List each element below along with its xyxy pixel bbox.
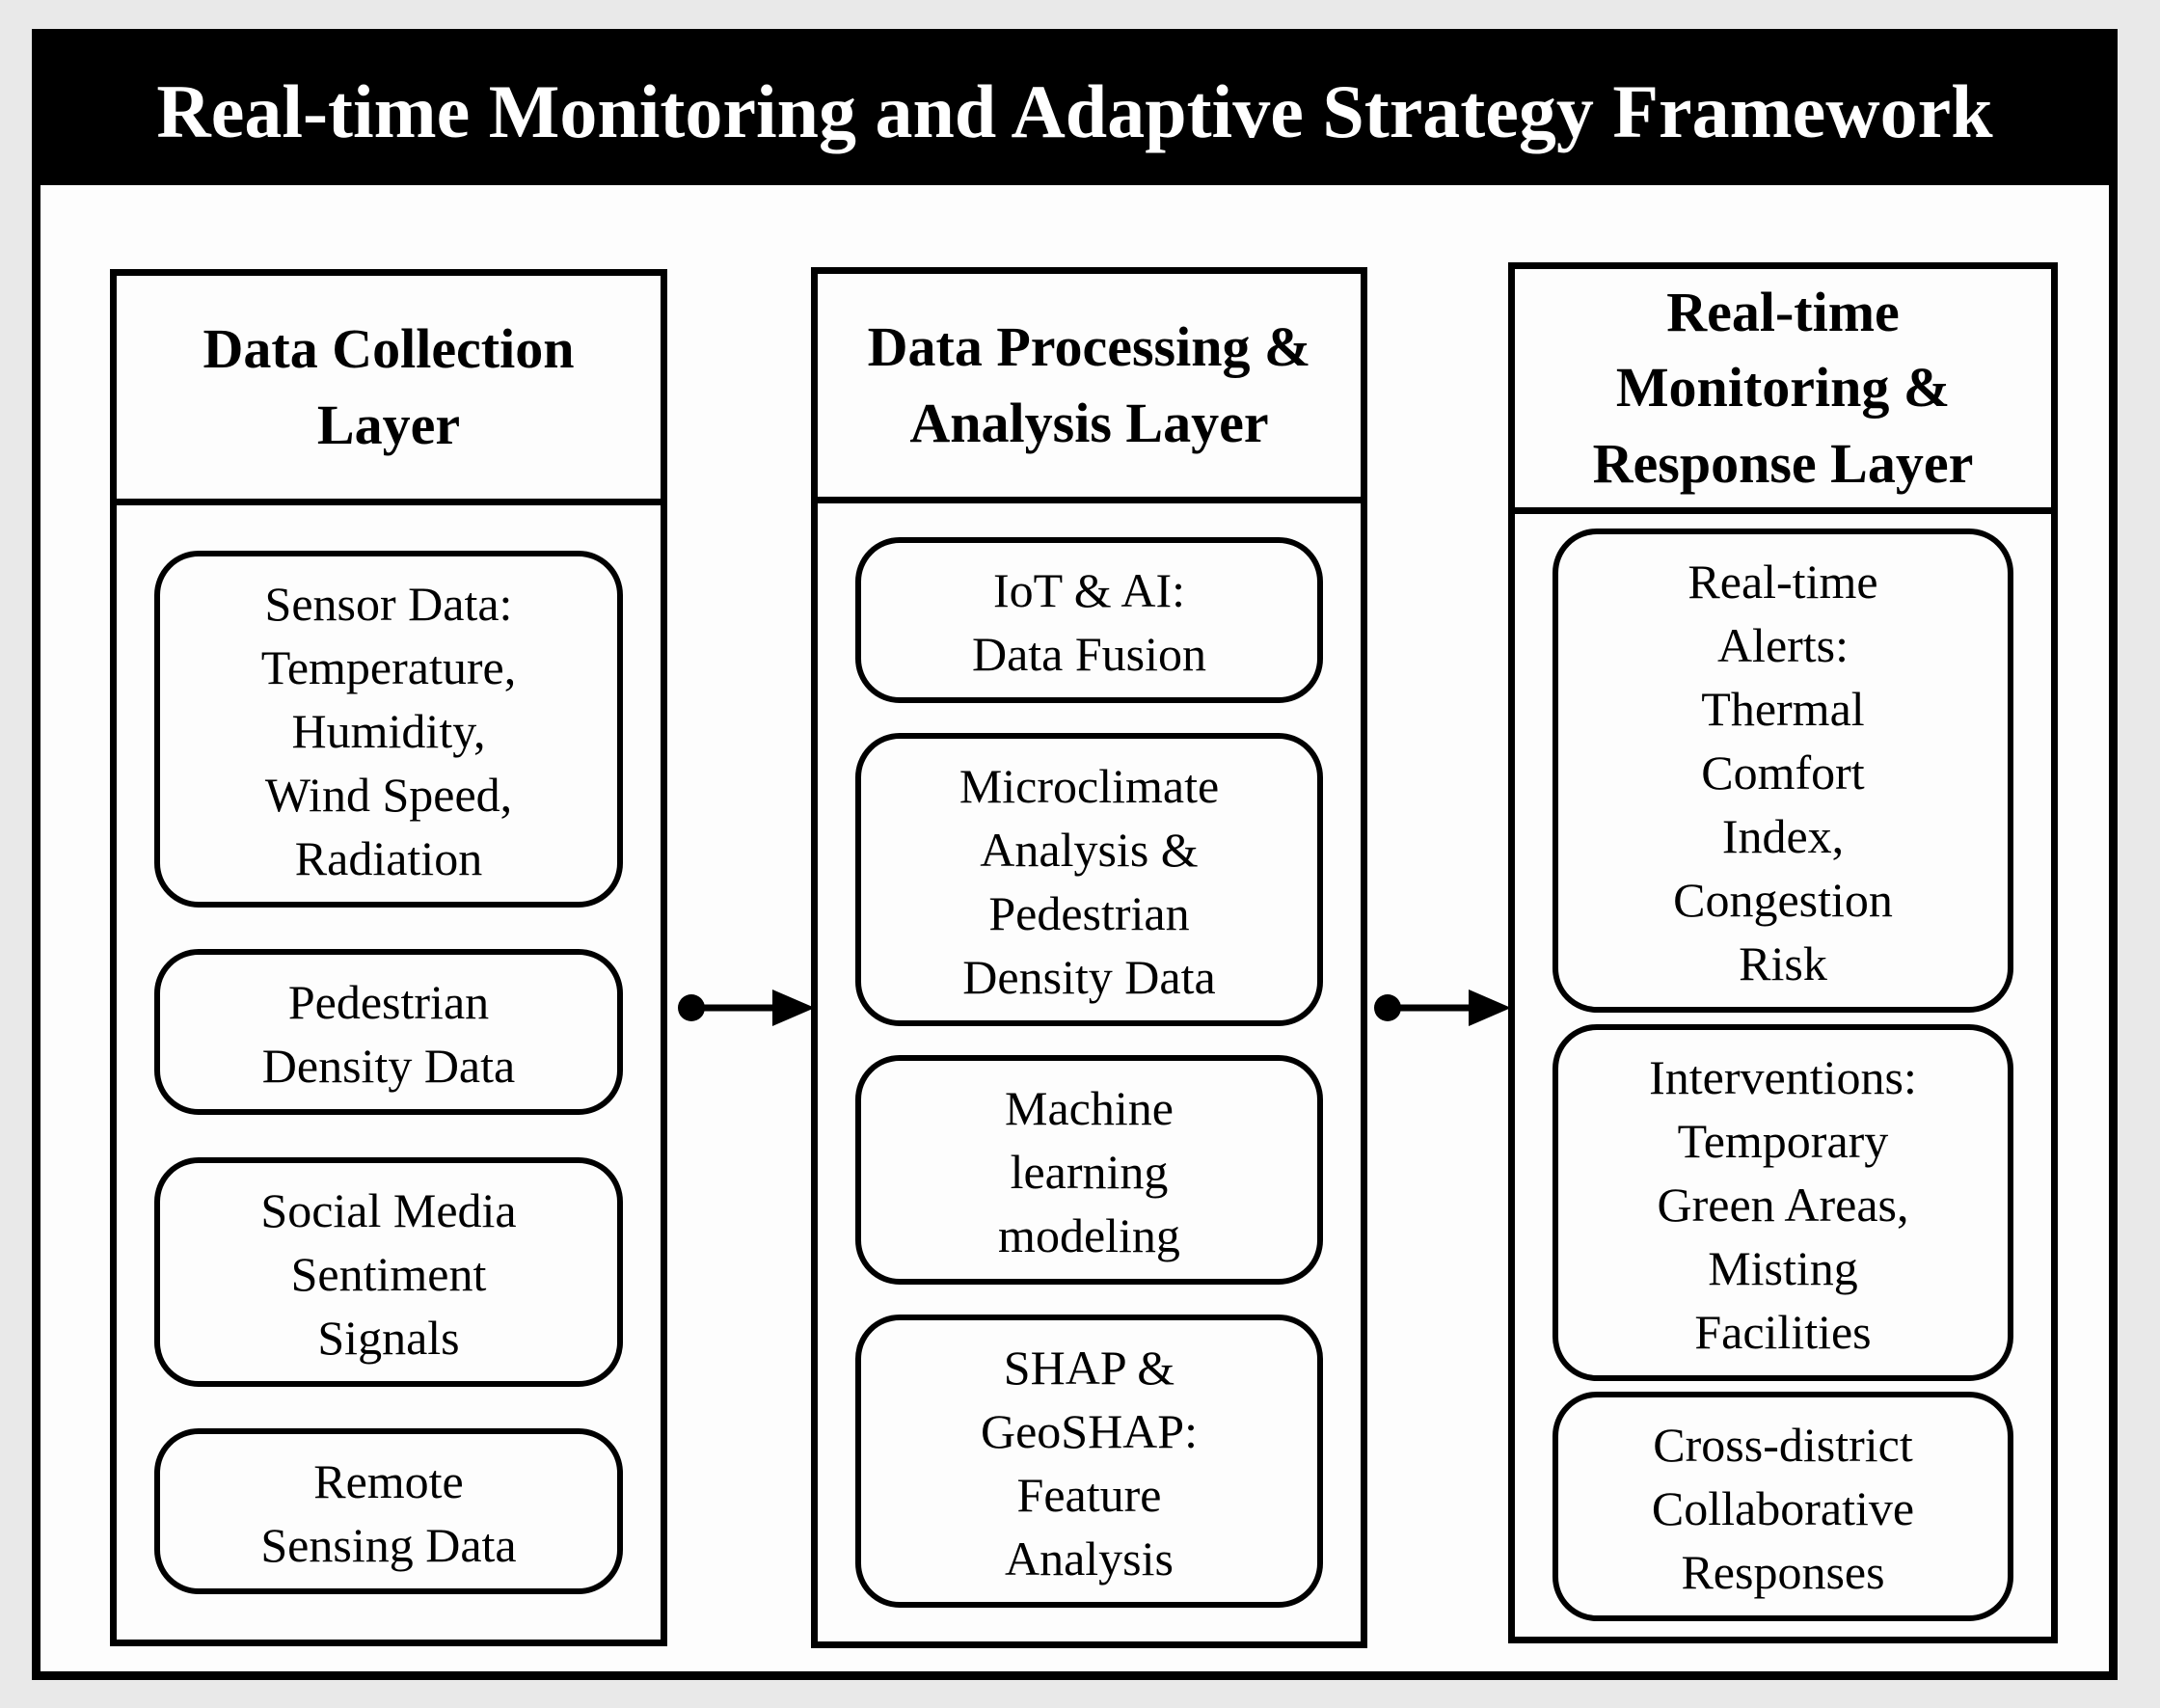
box-realtime-alerts: Real-time Alerts: Thermal Comfort Index,… <box>1552 529 2014 1014</box>
dot-arrow-right-icon <box>672 979 826 1037</box>
box-remote-sensing-data: Remote Sensing Data <box>154 1427 623 1594</box>
box-machine-learning-modeling: Machine learning modeling <box>855 1055 1323 1286</box>
dot-arrow-right-icon <box>1368 979 1523 1037</box>
column-realtime-monitoring-layer: Real-time Monitoring & Response Layer Re… <box>1508 262 2058 1643</box>
column-header-data-collection: Data Collection Layer <box>117 276 661 505</box>
column-data-processing-layer: Data Processing & Analysis Layer IoT & A… <box>811 267 1367 1648</box>
box-social-media-sentiment: Social Media Sentiment Signals <box>154 1156 623 1387</box>
box-cross-district-responses: Cross-district Collaborative Responses <box>1552 1392 2014 1622</box>
column-body-realtime-monitoring: Real-time Alerts: Thermal Comfort Index,… <box>1515 514 2051 1637</box>
box-pedestrian-density-data: Pedestrian Density Data <box>154 949 623 1116</box>
box-shap-geoshap-feature-analysis: SHAP & GeoSHAP: Feature Analysis <box>855 1315 1323 1609</box>
column-header-data-processing: Data Processing & Analysis Layer <box>818 274 1361 503</box>
column-data-collection-layer: Data Collection Layer Sensor Data: Tempe… <box>110 269 667 1646</box>
box-microclimate-analysis: Microclimate Analysis & Pedestrian Densi… <box>855 732 1323 1026</box>
column-header-realtime-monitoring: Real-time Monitoring & Response Layer <box>1515 269 2051 514</box>
framework-diagram-frame: Real-time Monitoring and Adaptive Strate… <box>32 29 2118 1680</box>
box-iot-ai-data-fusion: IoT & AI: Data Fusion <box>855 536 1323 703</box>
title-banner: Real-time Monitoring and Adaptive Strate… <box>40 38 2109 185</box>
box-sensor-data: Sensor Data: Temperature, Humidity, Wind… <box>154 551 623 908</box>
box-interventions: Interventions: Temporary Green Areas, Mi… <box>1552 1023 2014 1381</box>
column-body-data-collection: Sensor Data: Temperature, Humidity, Wind… <box>117 505 661 1640</box>
column-body-data-processing: IoT & AI: Data Fusion Microclimate Analy… <box>818 503 1361 1641</box>
diagram-title: Real-time Monitoring and Adaptive Strate… <box>156 68 1993 153</box>
